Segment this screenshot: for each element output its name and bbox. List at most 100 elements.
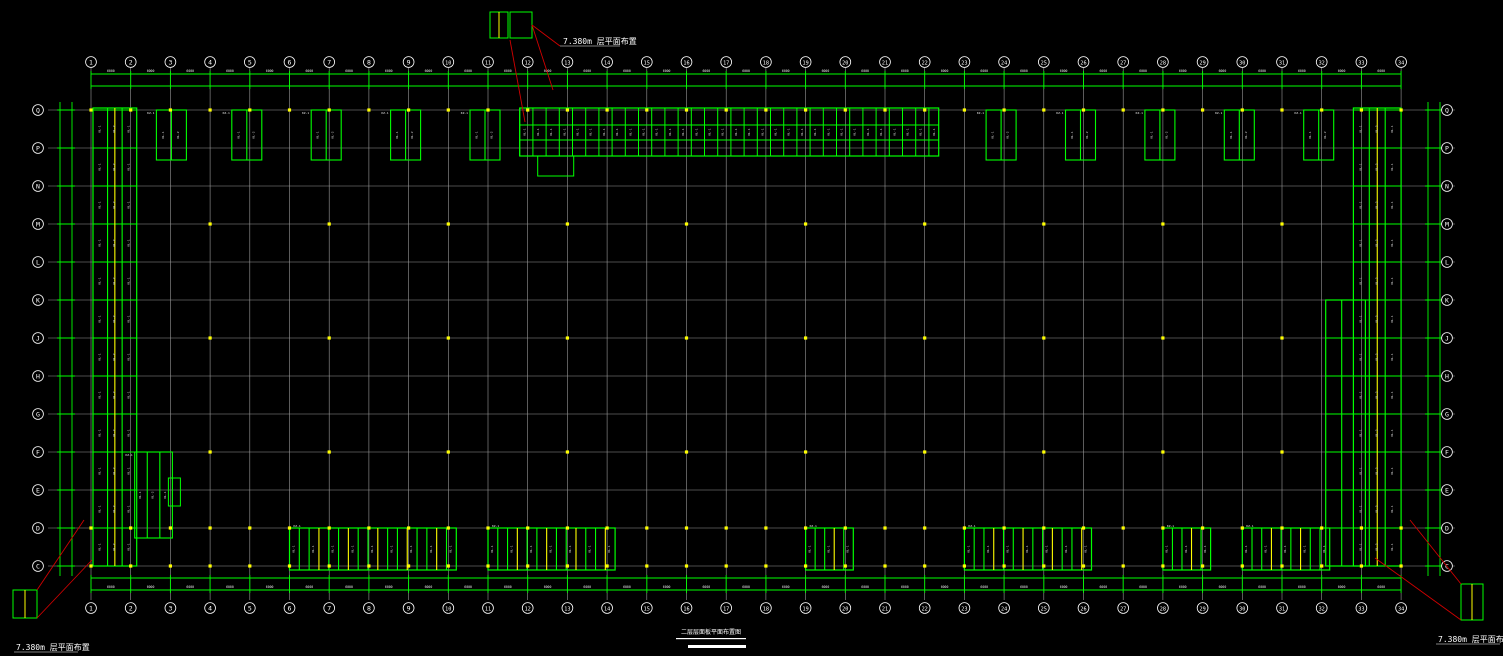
left-strip-tag: KL-1 <box>126 353 130 360</box>
column-marker <box>327 336 331 340</box>
bottom-bay-dim-text: 6000 <box>266 585 274 589</box>
bottom-panel-top-tag: KZ-1 <box>294 524 301 528</box>
left-strip-tag: KL-1 <box>97 467 101 474</box>
column-marker <box>684 336 689 340</box>
bottom-axis-bubble-28-label: 28 <box>1160 607 1166 613</box>
top-bay-dim-text: 6000 <box>1258 69 1266 73</box>
bottom-panel-0-frame <box>288 527 457 571</box>
column-marker <box>208 222 212 226</box>
top-panel-3-tag: KL-1 <box>395 131 399 138</box>
drawing-title: 二层层面板平面布置图 <box>681 628 741 636</box>
bottom-panel-1-frame <box>487 527 616 571</box>
center-band-notch <box>537 155 575 177</box>
left-axis-bubble-G-circle <box>32 408 44 420</box>
column-marker <box>883 564 887 568</box>
top-bay-dim-text: 6000 <box>1298 69 1306 73</box>
column-marker <box>684 108 689 112</box>
column-marker <box>724 108 728 112</box>
top-axis-bubble-33-circle <box>1355 56 1368 68</box>
top-axis-bubble-28-label: 28 <box>1160 61 1166 67</box>
left-axis-bubble-H-label: H <box>36 373 40 381</box>
top-panel-7-top-tag: KZ-1 <box>1136 111 1143 115</box>
column-marker <box>407 526 411 530</box>
column-marker <box>1081 526 1086 530</box>
column-marker <box>923 108 927 112</box>
column-marker <box>526 526 530 530</box>
center-band-tag: KL-1 <box>774 128 778 135</box>
top-axis-bubble-10-label: 10 <box>445 61 451 67</box>
top-axis-bubble-32-label: 32 <box>1319 61 1325 67</box>
right-strip-tag: KL-1 <box>1390 239 1394 246</box>
bottom-panel-top-tag: KZ-1 <box>1246 524 1253 528</box>
column-marker <box>407 108 411 112</box>
top-bay-dim-text: 6000 <box>1020 69 1028 73</box>
bottom-bay-dim-text: 6000 <box>1338 585 1346 589</box>
top-panel-1-top-tag: KZ-1 <box>223 111 230 115</box>
bottom-bay-dim-text: 6000 <box>941 585 949 589</box>
bottom-bay-dim-text: 6000 <box>544 585 552 589</box>
bottom-panel-tag: KL-1 <box>529 545 533 552</box>
column-marker <box>1002 526 1006 530</box>
left-axis-bubble-F-circle <box>32 446 44 458</box>
top-axis-bubble-16-circle <box>680 56 693 68</box>
bottom-axis-bubble-12-circle <box>521 602 534 614</box>
column-marker <box>526 564 530 568</box>
bottom-axis-bubble-22-label: 22 <box>922 607 928 613</box>
right-strip-tag: KL-1 <box>1358 315 1362 322</box>
top-bay-dim-text: 6000 <box>941 69 949 73</box>
column-marker <box>367 564 371 568</box>
column-marker <box>764 108 768 112</box>
right-strip-tag: KL-2 <box>1374 163 1378 170</box>
top-bay-dim-text: 6000 <box>782 69 790 73</box>
right-axis-bubble-M-circle <box>1441 218 1453 230</box>
top-axis-bubble-22-circle <box>918 56 931 68</box>
right-axis-bubble-Q-circle <box>1441 104 1453 116</box>
top-detail-leader-a <box>531 24 561 47</box>
left-strip-tag: KL-2 <box>112 125 116 132</box>
top-axis-bubble-31-circle <box>1276 56 1288 68</box>
top-axis-bubble-12-label: 12 <box>525 61 531 67</box>
left-axis-bubble-J-label: J <box>36 335 40 343</box>
left-strip-tag: KL-1 <box>126 467 130 474</box>
top-axis-bubble-20-label: 20 <box>842 61 848 67</box>
right-axis-bubble-N-label: N <box>1445 183 1449 191</box>
bottom-axis-bubble-29-label: 29 <box>1199 607 1205 613</box>
column-marker <box>605 526 609 530</box>
right-strip-tag: KL-1 <box>1358 543 1362 550</box>
top-axis-bubble-33-label: 33 <box>1358 61 1364 67</box>
right-strip-tag: KL-2 <box>1374 277 1378 284</box>
bottom-bay-dim-text: 6000 <box>1258 585 1266 589</box>
column-marker <box>565 222 569 226</box>
bottom-axis-bubble-5-label: 5 <box>248 605 252 613</box>
column-marker <box>287 564 292 568</box>
column-marker <box>764 526 768 530</box>
right-strip-tag: KL-1 <box>1358 163 1362 170</box>
center-band-tag: KL-1 <box>800 128 804 135</box>
bottom-axis-bubble-30-circle <box>1236 602 1249 614</box>
center-band-tag: KL-1 <box>840 128 844 135</box>
bottom-bay-dim-text: 6000 <box>703 585 711 589</box>
top-axis-bubble-23-label: 23 <box>961 61 967 67</box>
column-marker <box>684 222 689 226</box>
bottom-axis-bubble-34-label: 34 <box>1398 607 1404 613</box>
top-axis-bubble-11-label: 11 <box>485 61 491 67</box>
left-strip-tag: KL-1 <box>126 125 130 132</box>
right-strip-tag: KL-1 <box>1390 467 1394 474</box>
top-bay-dim-text: 6000 <box>1338 69 1346 73</box>
column-marker <box>1161 450 1165 454</box>
center-band-tag: KL-1 <box>628 128 632 135</box>
column-marker <box>208 450 212 454</box>
right-axis-bubble-F-circle <box>1441 446 1453 458</box>
top-axis-bubble-7-label: 7 <box>327 59 331 67</box>
top-bay-dim-text: 6000 <box>464 69 472 73</box>
right-axis-bubble-J-label: J <box>1445 335 1449 343</box>
left-strip-tag: KL-1 <box>126 239 130 246</box>
column-marker <box>446 108 450 112</box>
center-band-tag: KL-1 <box>536 128 540 135</box>
bottom-bay-dim-text: 6000 <box>1179 585 1187 589</box>
bottom-axis-bubble-6-circle <box>283 602 296 614</box>
column-marker <box>1042 222 1046 226</box>
top-bay-dim-text: 6000 <box>385 69 393 73</box>
top-detail-leader-b <box>509 39 526 123</box>
center-band-tag: KL-1 <box>826 128 830 135</box>
